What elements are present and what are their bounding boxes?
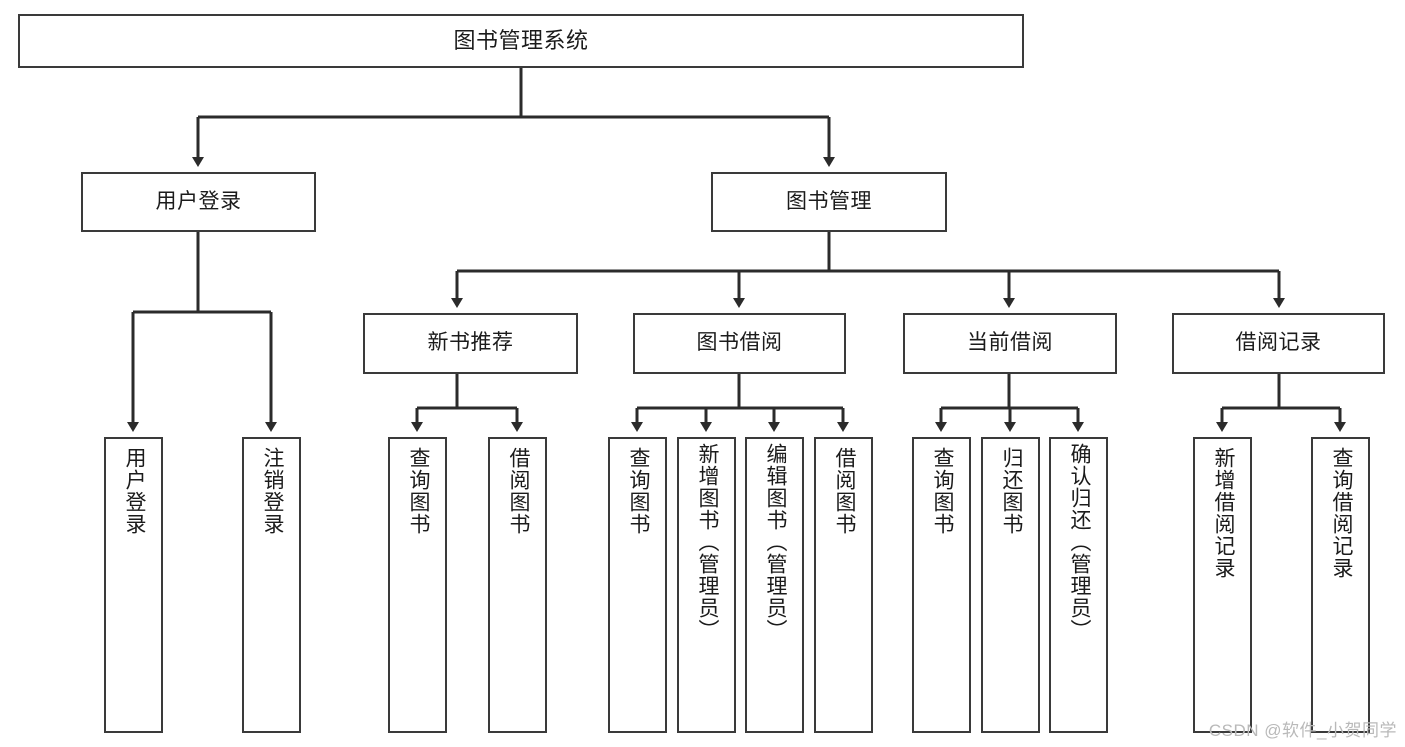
node-label: 确认归还（管理员） (1067, 443, 1091, 641)
node-label: 图书管理 (786, 189, 872, 213)
leaf-book-borrow-add-book-admin[interactable]: 新增图书（管理员） (677, 437, 736, 733)
node-label: 查询图书 (930, 447, 954, 535)
watermark-text: CSDN @软件_小贺同学 (1208, 721, 1397, 740)
node-label: 注销登录 (260, 447, 284, 535)
node-label: 编辑图书（管理员） (763, 443, 787, 641)
leaf-new-book-borrow-book[interactable]: 借阅图书 (488, 437, 547, 733)
leaf-book-borrow-edit-book-admin[interactable]: 编辑图书（管理员） (745, 437, 804, 733)
node-label: 当前借阅 (967, 331, 1053, 355)
node-label: 图书借阅 (696, 331, 783, 355)
leaf-new-book-query-book[interactable]: 查询图书 (388, 437, 447, 733)
node-label: 归还图书 (999, 447, 1023, 535)
node-label: 新增借阅记录 (1211, 447, 1235, 579)
node-label: 借阅记录 (1235, 331, 1322, 355)
node-new-book-recommend[interactable]: 新书推荐 (363, 313, 578, 374)
leaf-user-login-logout[interactable]: 注销登录 (242, 437, 301, 733)
leaf-user-login-login[interactable]: 用户登录 (104, 437, 163, 733)
node-root-book-management-system[interactable]: 图书管理系统 (18, 14, 1024, 68)
node-label: 图书管理系统 (453, 28, 589, 54)
node-book-management[interactable]: 图书管理 (711, 172, 947, 232)
node-label: 新增图书（管理员） (695, 443, 719, 641)
node-label: 用户登录 (122, 447, 146, 535)
node-user-login[interactable]: 用户登录 (81, 172, 316, 232)
leaf-book-borrow-borrow-book[interactable]: 借阅图书 (814, 437, 873, 733)
leaf-borrow-record-query-record[interactable]: 查询借阅记录 (1311, 437, 1370, 733)
node-current-borrow[interactable]: 当前借阅 (903, 313, 1117, 374)
leaf-current-borrow-confirm-return-admin[interactable]: 确认归还（管理员） (1049, 437, 1108, 733)
node-label: 新书推荐 (427, 331, 514, 355)
leaf-current-borrow-return-book[interactable]: 归还图书 (981, 437, 1040, 733)
node-label: 借阅图书 (506, 447, 530, 535)
node-label: 查询图书 (406, 447, 430, 535)
node-label: 借阅图书 (832, 447, 856, 535)
node-label: 查询图书 (626, 447, 650, 535)
node-book-borrow[interactable]: 图书借阅 (633, 313, 846, 374)
leaf-book-borrow-query-book[interactable]: 查询图书 (608, 437, 667, 733)
leaf-borrow-record-add-record[interactable]: 新增借阅记录 (1193, 437, 1252, 733)
leaf-current-borrow-query-book[interactable]: 查询图书 (912, 437, 971, 733)
node-label: 用户登录 (155, 189, 242, 213)
node-borrow-record[interactable]: 借阅记录 (1172, 313, 1385, 374)
node-label: 查询借阅记录 (1329, 447, 1353, 579)
